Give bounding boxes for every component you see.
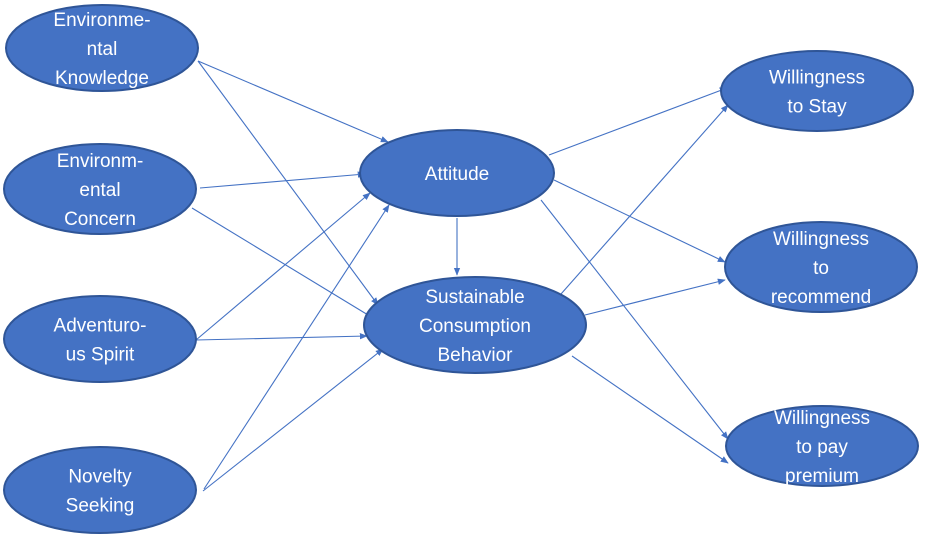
- node-willingness-to-recommend-label-line: Willingness: [773, 229, 869, 250]
- node-willingness-to-pay-premium: Willingness to pay premium: [725, 405, 919, 487]
- node-environmental-knowledge-label-line: Environme-: [53, 10, 150, 31]
- edge-attitude-to-willingness-to-recommend: [553, 179, 726, 263]
- node-sustainable-consumption-behavior-label-line: Sustainable: [425, 287, 524, 308]
- node-willingness-to-recommend-label-line: recommend: [771, 287, 871, 308]
- edges-layer: [191, 60, 729, 492]
- node-willingness-to-stay: Willingness to Stay: [720, 50, 914, 132]
- node-willingness-to-stay-label-line: Willingness: [769, 68, 865, 89]
- node-adventurous-spirit: Adventuro-us Spirit: [3, 295, 197, 383]
- node-adventurous-spirit-label-line: Adventuro-: [54, 316, 147, 337]
- node-willingness-to-recommend: Willingness to recommend: [724, 221, 918, 313]
- edge-adventurous-spirit-to-sustainable-consumption-behavior: [195, 332, 368, 341]
- edge-environmental-concern-to-attitude: [199, 171, 366, 189]
- node-willingness-to-pay-premium-label-line: Willingness: [774, 408, 870, 429]
- node-willingness-to-pay-premium-shape: [725, 405, 919, 487]
- node-sustainable-consumption-behavior-label-line: Behavior: [438, 345, 514, 366]
- edge-attitude-to-willingness-to-stay: [548, 87, 728, 156]
- node-sustainable-consumption-behavior-shape: [363, 276, 587, 374]
- node-willingness-to-pay-premium-label-line: premium: [785, 466, 859, 487]
- node-attitude: Attitude: [359, 129, 555, 217]
- edge-novelty-seeking-to-attitude: [203, 204, 390, 490]
- node-environmental-knowledge-label-line: ntal: [87, 39, 118, 60]
- node-attitude-label-line: Attitude: [425, 164, 489, 185]
- node-novelty-seeking-label-line: Novelty: [68, 467, 132, 488]
- node-environmental-concern-label-line: Environm-: [57, 151, 144, 172]
- edge-sustainable-consumption-behavior-to-willingness-to-pay-premium: [571, 355, 729, 464]
- edge-environmental-concern-to-sustainable-consumption-behavior: [191, 207, 374, 319]
- node-novelty-seeking-label-line: Seeking: [66, 496, 135, 517]
- node-willingness-to-stay-label-line: to Stay: [787, 97, 847, 118]
- node-novelty-seeking-shape: [3, 446, 197, 534]
- node-environmental-concern-label-line: Concern: [64, 209, 136, 230]
- node-environmental-knowledge-shape: [5, 4, 199, 92]
- node-willingness-to-recommend-label-line: to: [813, 258, 829, 279]
- edge-sustainable-consumption-behavior-to-willingness-to-stay: [560, 104, 729, 295]
- edge-environmental-knowledge-to-sustainable-consumption-behavior: [197, 60, 379, 306]
- node-environmental-concern-shape: [3, 143, 197, 235]
- edge-attitude-to-willingness-to-pay-premium: [540, 199, 729, 440]
- node-willingness-to-pay-premium-label-line: to pay: [796, 437, 848, 458]
- node-environmental-concern-label-line: ental: [79, 180, 120, 201]
- node-adventurous-spirit-label-line: us Spirit: [66, 345, 135, 366]
- node-adventurous-spirit-shape: [3, 295, 197, 383]
- node-environmental-knowledge-label-line: Knowledge: [55, 68, 149, 89]
- node-willingness-to-stay-shape: [720, 50, 914, 132]
- node-attitude-shape: [359, 129, 555, 217]
- node-willingness-to-recommend-shape: [724, 221, 918, 313]
- node-sustainable-consumption-behavior-label-line: Consumption: [419, 316, 531, 337]
- edge-novelty-seeking-to-sustainable-consumption-behavior: [202, 348, 384, 492]
- edge-sustainable-consumption-behavior-to-willingness-to-recommend: [584, 278, 726, 316]
- nodes-layer: Environme-ntalKnowledgeEnvironm-entalCon…: [3, 4, 919, 534]
- edge-environmental-knowledge-to-attitude: [197, 60, 389, 143]
- edge-adventurous-spirit-to-attitude: [195, 192, 371, 341]
